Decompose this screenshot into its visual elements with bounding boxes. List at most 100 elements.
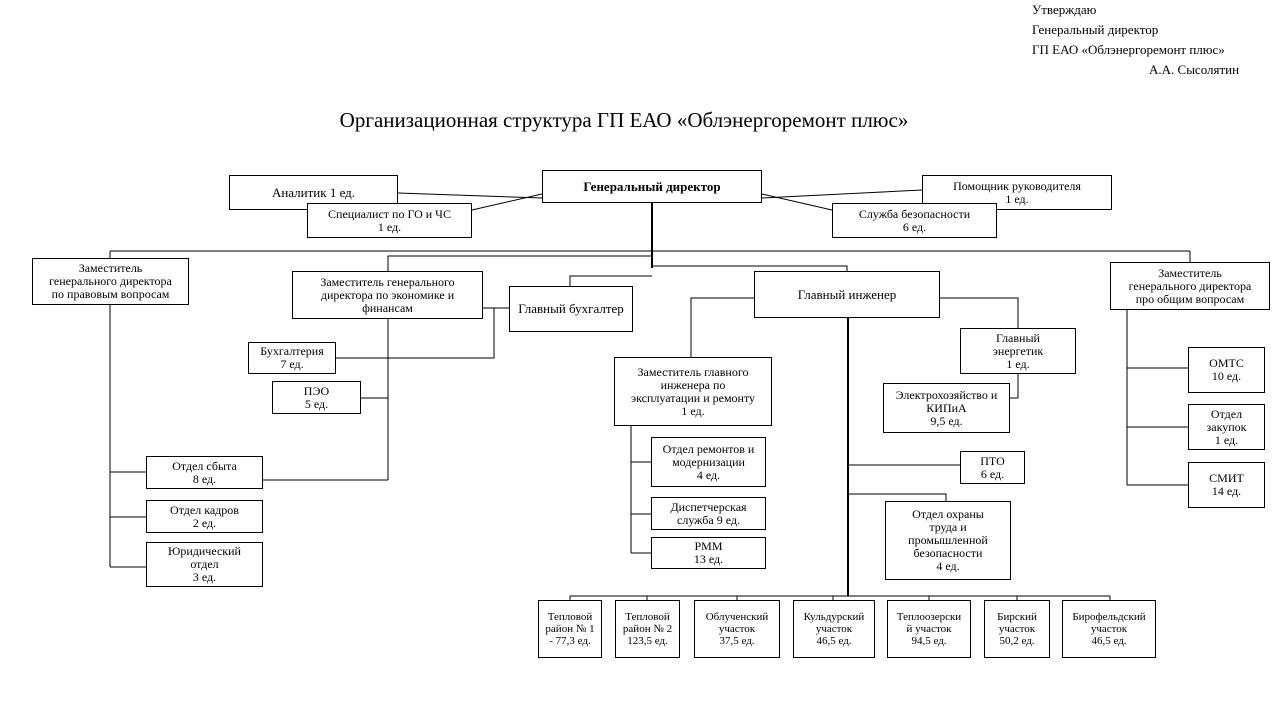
box-line: участок	[815, 623, 853, 635]
page-title: Организационная структура ГП ЕАО «Облэне…	[339, 108, 909, 132]
box-line: про общим вопросам	[1135, 291, 1245, 306]
box-line: участок	[998, 623, 1036, 635]
box-line: закупок	[1206, 419, 1247, 434]
box-line: 5 ед.	[304, 396, 329, 411]
box-line: Генеральный директор	[583, 179, 721, 194]
box-peo: ПЭО 5 ед.	[272, 381, 361, 414]
box-line: Теплоозерски	[896, 611, 962, 623]
approval-line: Генеральный директор	[1032, 22, 1159, 37]
box-line: 123,5 ед.	[627, 635, 668, 647]
box-line: промышленной	[908, 533, 988, 547]
box-line: 1 ед.	[1214, 432, 1239, 447]
box-line: Электрохозяйство и	[895, 387, 998, 402]
box-district-2: Тепловой район № 2 123,5 ед.	[615, 600, 680, 658]
box-line: участок	[1090, 623, 1128, 635]
box-electro: Электрохозяйство и КИПиА 9,5 ед.	[883, 383, 1010, 433]
box-line: Юридический	[168, 544, 241, 558]
box-birofeld: Бирофельдский участок 46,5 ед.	[1062, 600, 1156, 658]
box-teploozersk: Теплоозерски й участок 94,5 ед.	[887, 600, 971, 658]
box-omts: ОМТС 10 ед.	[1188, 347, 1265, 393]
box-hr: Отдел кадров 2 ед.	[146, 500, 263, 533]
box-line: Отдел сбыта	[172, 458, 237, 473]
box-rmm: РММ 13 ед.	[651, 537, 766, 569]
box-pto: ПТО 6 ед.	[960, 451, 1025, 484]
box-line: участок	[718, 623, 756, 635]
box-line: 4 ед.	[696, 467, 721, 482]
box-line: 4 ед.	[936, 559, 960, 573]
box-purchasing: Отдел закупок 1 ед.	[1188, 404, 1265, 450]
approval-line: ГП ЕАО «Облэнергоремонт плюс»	[1032, 42, 1225, 57]
box-kuldur: Кульдурский участок 46,5 ед.	[793, 600, 875, 658]
box-line: Бирский	[997, 611, 1037, 623]
box-line: 37,5 ед.	[719, 635, 755, 647]
box-line: ОМТС	[1209, 356, 1244, 370]
box-line: Специалист по ГО и ЧС	[328, 206, 451, 221]
box-go-chs: Специалист по ГО и ЧС 1 ед.	[307, 203, 472, 238]
box-line: Главный	[996, 330, 1040, 345]
box-line: служба 9 ед.	[677, 512, 740, 527]
box-line: Тепловой	[625, 611, 670, 623]
box-birsk: Бирский участок 50,2 ед.	[984, 600, 1050, 658]
box-line: 9,5 ед.	[930, 413, 963, 428]
box-dep-legal: Заместитель генерального директора по пр…	[32, 258, 189, 305]
box-repairs: Отдел ремонтов и модернизации 4 ед.	[651, 437, 766, 487]
box-chief-engineer: Главный инженер	[754, 271, 940, 318]
box-line: Бухгалтерия	[260, 344, 324, 358]
box-line: 2 ед.	[192, 515, 217, 530]
box-line: 8 ед.	[192, 471, 217, 486]
approval-block: Утверждаю Генеральный директор ГП ЕАО «О…	[1032, 0, 1239, 80]
box-line: Заместитель главного	[637, 364, 749, 379]
box-line: 14 ед.	[1211, 484, 1242, 498]
box-line: Отдел	[1210, 406, 1243, 421]
box-line: Заместитель	[78, 261, 143, 275]
box-line: директора по экономике и	[320, 287, 455, 302]
approval-line: Утверждаю	[1032, 2, 1097, 17]
box-dep-econ: Заместитель генерального директора по эк…	[292, 271, 483, 319]
box-line: Диспетчерская	[670, 499, 747, 514]
box-line: район № 2	[622, 623, 673, 635]
box-accounting: Бухгалтерия 7 ед.	[248, 342, 336, 374]
box-line: финансам	[362, 300, 413, 315]
box-security: Служба безопасности 6 ед.	[832, 203, 997, 238]
box-line: модернизации	[672, 454, 745, 469]
box-dep-general: Заместитель генерального директора про о…	[1110, 262, 1270, 310]
box-line: 1 ед.	[377, 219, 402, 234]
box-line: Бирофельдский	[1072, 611, 1146, 623]
box-legal: Юридический отдел 3 ед.	[146, 542, 263, 587]
box-line: 13 ед.	[693, 552, 724, 566]
box-line: 1 ед.	[681, 403, 705, 418]
box-line: РММ	[694, 539, 723, 553]
box-line: 3 ед.	[192, 570, 217, 584]
box-line: по правовым вопросам	[51, 287, 170, 301]
box-line: Служба безопасности	[858, 206, 971, 221]
box-line: 6 ед.	[980, 466, 1005, 481]
box-line: й участок	[906, 623, 952, 635]
box-dispatch: Диспетчерская служба 9 ед.	[651, 497, 766, 530]
box-line: район № 1	[545, 623, 595, 635]
box-line: 94,5 ед.	[911, 635, 947, 647]
box-smit: СМИТ 14 ед.	[1188, 462, 1265, 508]
box-sales: Отдел сбыта 8 ед.	[146, 456, 263, 489]
box-line: Заместитель	[1158, 265, 1222, 280]
box-line: Отдел ремонтов и	[662, 441, 755, 456]
box-line: Главный инженер	[797, 286, 897, 302]
box-line: генерального директора	[1128, 278, 1252, 293]
box-line: 46,5 ед.	[1091, 635, 1127, 647]
box-line: Помощник руководителя	[953, 178, 1081, 193]
box-line: ПТО	[980, 453, 1005, 468]
box-line: Отдел кадров	[170, 502, 239, 517]
box-line: энергетик	[992, 343, 1044, 358]
box-line: Заместитель генерального	[320, 274, 455, 289]
box-line: труда и	[929, 520, 967, 534]
box-line: 6 ед.	[902, 219, 927, 234]
box-line: 1 ед.	[1005, 191, 1029, 206]
box-gen-director: Генеральный директор	[542, 170, 762, 203]
box-line: Аналитик 1 ед.	[271, 184, 356, 200]
box-line: 1 ед.	[1006, 356, 1030, 371]
box-line: отдел	[190, 557, 219, 571]
box-obluchye: Облученский участок 37,5 ед.	[694, 600, 780, 658]
box-line: - 77,3 ед.	[549, 635, 591, 647]
box-line: инженера по	[660, 377, 726, 392]
box-line: эксплуатации и ремонту	[630, 390, 756, 405]
